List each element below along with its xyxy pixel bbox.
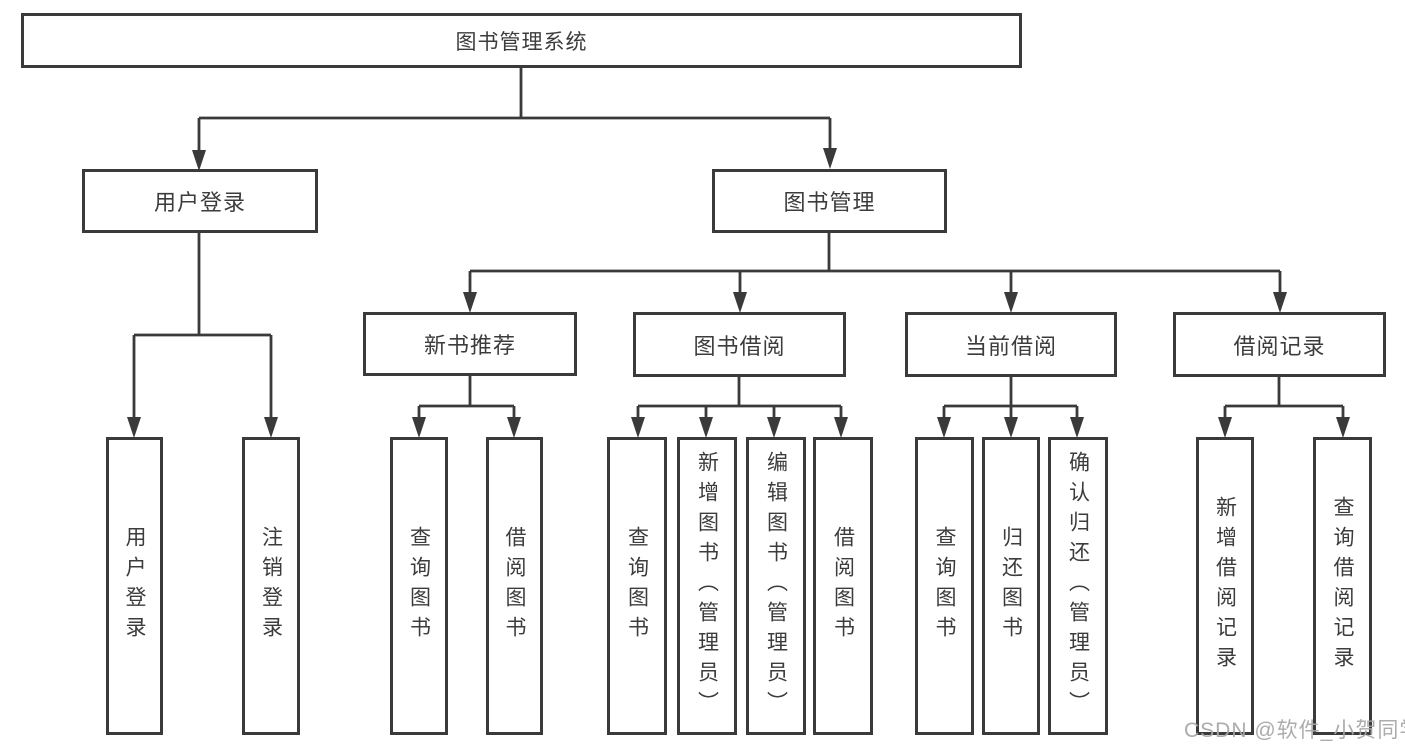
leaf-label: 编辑图书（管理员）	[764, 451, 788, 721]
leaf-label: 新增借阅记录	[1213, 496, 1237, 676]
leaf-return-books: 归还图书	[982, 437, 1040, 735]
leaf-label: 确认归还（管理员）	[1066, 451, 1090, 721]
leaf-label: 借阅图书	[831, 526, 855, 646]
leaf-borrow-books: 借阅图书	[813, 437, 873, 735]
leaf-add-borrow-record: 新增借阅记录	[1196, 437, 1254, 735]
leaf-label: 查询图书	[933, 526, 956, 646]
node-current-borrowing: 当前借阅	[905, 312, 1117, 377]
leaf-label: 查询图书	[625, 526, 649, 646]
node-label: 借阅记录	[1233, 333, 1326, 359]
node-label: 图书管理系统	[455, 30, 588, 54]
leaf-label: 查询图书	[407, 526, 431, 646]
leaf-label: 用户登录	[123, 526, 146, 646]
node-borrowing-records: 借阅记录	[1173, 312, 1386, 377]
leaf-label: 归还图书	[999, 526, 1023, 646]
node-label: 图书借阅	[693, 333, 786, 359]
csdn-watermark: CSDN @软件_小贺同学	[1184, 719, 1405, 742]
leaf-query-books: 查询图书	[915, 437, 974, 735]
leaf-user-login: 用户登录	[106, 437, 163, 735]
leaf-add-books-admin: 新增图书（管理员）	[677, 437, 737, 735]
leaf-label: 注销登录	[259, 526, 283, 646]
node-book-borrowing: 图书借阅	[633, 312, 846, 377]
node-library-management-system: 图书管理系统	[21, 13, 1022, 68]
leaf-query-books: 查询图书	[390, 437, 448, 735]
node-label: 用户登录	[153, 190, 246, 215]
leaf-label: 新增图书（管理员）	[695, 451, 719, 721]
leaf-label: 借阅图书	[503, 526, 526, 646]
leaf-logout: 注销登录	[242, 437, 300, 735]
node-label: 当前借阅	[964, 333, 1057, 359]
leaf-query-borrow-record: 查询借阅记录	[1313, 437, 1372, 735]
leaf-edit-books-admin: 编辑图书（管理员）	[746, 437, 806, 735]
leaf-confirm-return-admin: 确认归还（管理员）	[1048, 437, 1108, 735]
node-book-management-branch: 图书管理	[712, 169, 947, 233]
leaf-query-books: 查询图书	[607, 437, 667, 735]
leaf-borrow-books: 借阅图书	[486, 437, 543, 735]
leaf-label: 查询借阅记录	[1331, 496, 1354, 676]
node-user-login-branch: 用户登录	[82, 169, 318, 233]
node-new-book-recommendation: 新书推荐	[363, 312, 577, 376]
node-label: 新书推荐	[423, 333, 516, 358]
node-label: 图书管理	[783, 190, 876, 215]
